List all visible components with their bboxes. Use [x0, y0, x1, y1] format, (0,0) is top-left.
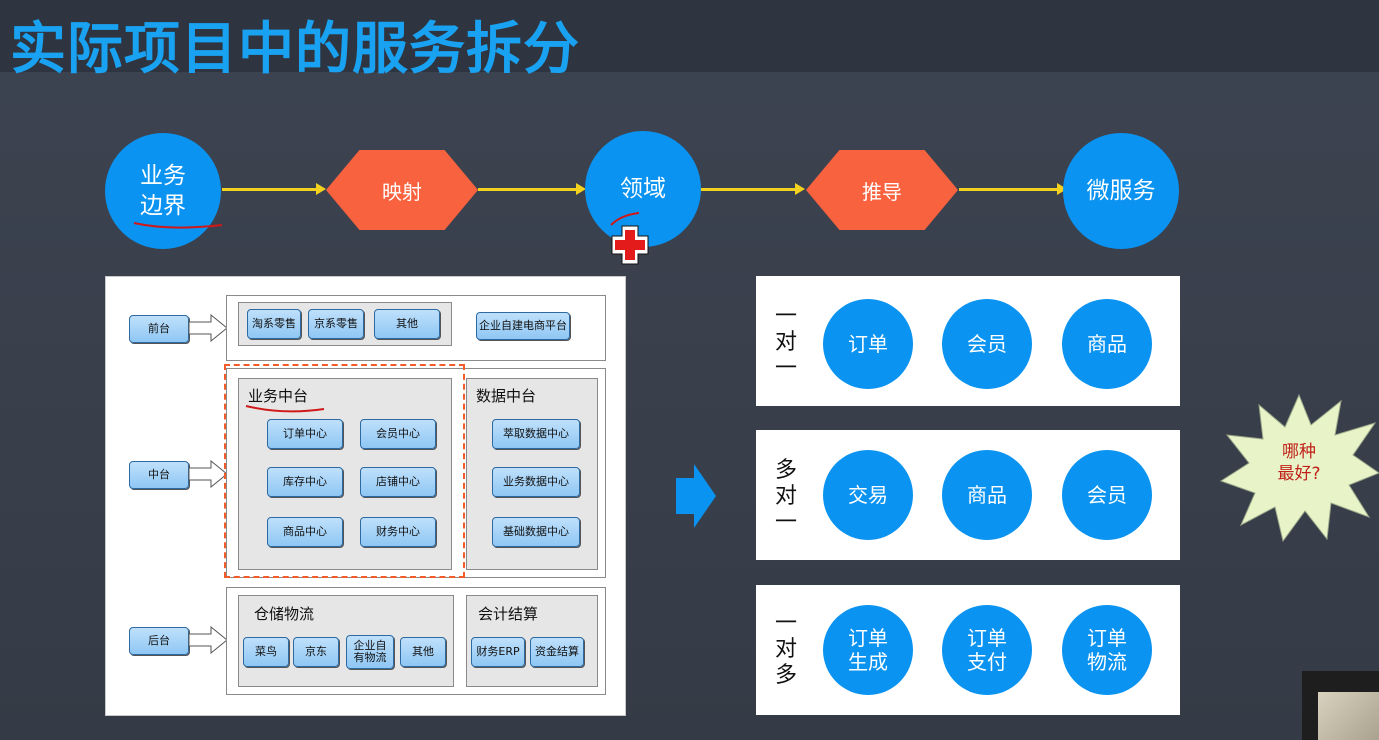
service-circle: 商品	[942, 450, 1032, 540]
business-center: 财务中心	[360, 517, 436, 547]
mapping-label: 一对一	[774, 304, 797, 381]
flow-node-business-boundary: 业务边界	[105, 133, 221, 249]
flow-arrow	[478, 183, 586, 195]
mapping-panel-many-to-one: 多对一 交易 商品 会员	[756, 430, 1180, 560]
service-circle: 订单支付	[942, 605, 1032, 695]
business-center: 店铺中心	[360, 467, 436, 497]
flow-map-diamond: 映射	[326, 150, 478, 230]
red-underline-mark	[610, 212, 640, 226]
hollow-arrow-icon	[188, 314, 228, 342]
service-circle: 商品	[1062, 299, 1152, 389]
mapping-panel-one-to-many: 一对多 订单生成 订单支付 订单物流	[756, 585, 1180, 715]
front-item: 淘系零售	[247, 309, 301, 339]
data-middle-title: 数据中台	[476, 387, 537, 405]
logistics-item: 其他	[400, 637, 446, 667]
business-center: 商品中心	[267, 517, 343, 547]
cursor-pointer-icon	[611, 225, 649, 265]
service-circle: 订单生成	[823, 605, 913, 695]
webcam-thumbnail	[1302, 671, 1379, 740]
front-item: 京系零售	[308, 309, 364, 339]
hollow-arrow-icon	[188, 626, 228, 654]
red-underline-mark	[133, 222, 223, 229]
flow-derive-diamond: 推导	[806, 150, 958, 230]
flow-arrow	[222, 183, 326, 195]
business-middle-title: 业务中台	[248, 387, 309, 405]
callout-burst-shape	[1219, 393, 1379, 543]
logistics-item: 京东	[293, 637, 339, 667]
settlement-title: 会计结算	[478, 605, 539, 623]
business-center: 会员中心	[360, 419, 436, 449]
flow-node-domain: 领域	[585, 131, 701, 247]
callout-text: 哪种最好?	[1277, 442, 1321, 484]
settlement-item: 财务ERP	[471, 637, 525, 667]
data-center: 业务数据中心	[492, 467, 580, 497]
logistics-item: 企业自有物流	[346, 635, 394, 669]
flow-arrow	[701, 183, 805, 195]
mapping-label: 一对多	[774, 611, 797, 688]
business-center: 订单中心	[267, 419, 343, 449]
webcam-image	[1318, 692, 1379, 740]
business-center: 库存中心	[267, 467, 343, 497]
mapping-label: 多对一	[774, 458, 797, 535]
front-item: 其他	[374, 309, 440, 339]
flow-node-microservice: 微服务	[1063, 133, 1179, 249]
front-platform: 企业自建电商平台	[476, 312, 570, 340]
flow-arrow	[959, 183, 1067, 195]
data-center: 基础数据中心	[492, 517, 580, 547]
service-circle: 订单	[823, 299, 913, 389]
back-tier-label: 后台	[129, 627, 189, 655]
flow-node-line2: 边界	[140, 193, 186, 219]
data-center: 萃取数据中心	[492, 419, 580, 449]
service-circle: 订单物流	[1062, 605, 1152, 695]
settlement-item: 资金结算	[530, 637, 584, 667]
architecture-diagram: 前台 中台 后台 淘系零售 京系零售 其他 企业自建电商平台 业务中台 订单中心…	[105, 276, 626, 716]
logistics-title: 仓储物流	[254, 605, 315, 623]
logistics-item: 菜鸟	[243, 637, 289, 667]
service-circle: 交易	[823, 450, 913, 540]
title-bar	[0, 0, 1379, 72]
hollow-arrow-icon	[188, 460, 228, 488]
flow-node-line1: 业务	[140, 163, 186, 189]
service-circle: 会员	[942, 299, 1032, 389]
red-underline-mark	[245, 405, 325, 413]
business-middle-highlight	[224, 364, 465, 578]
mapping-panel-one-to-one: 一对一 订单 会员 商品	[756, 276, 1180, 406]
service-circle: 会员	[1062, 450, 1152, 540]
page-title: 实际项目中的服务拆分	[10, 17, 580, 82]
middle-tier-label: 中台	[129, 461, 189, 489]
arrow-right-icon	[676, 464, 716, 528]
front-tier-label: 前台	[129, 315, 189, 343]
